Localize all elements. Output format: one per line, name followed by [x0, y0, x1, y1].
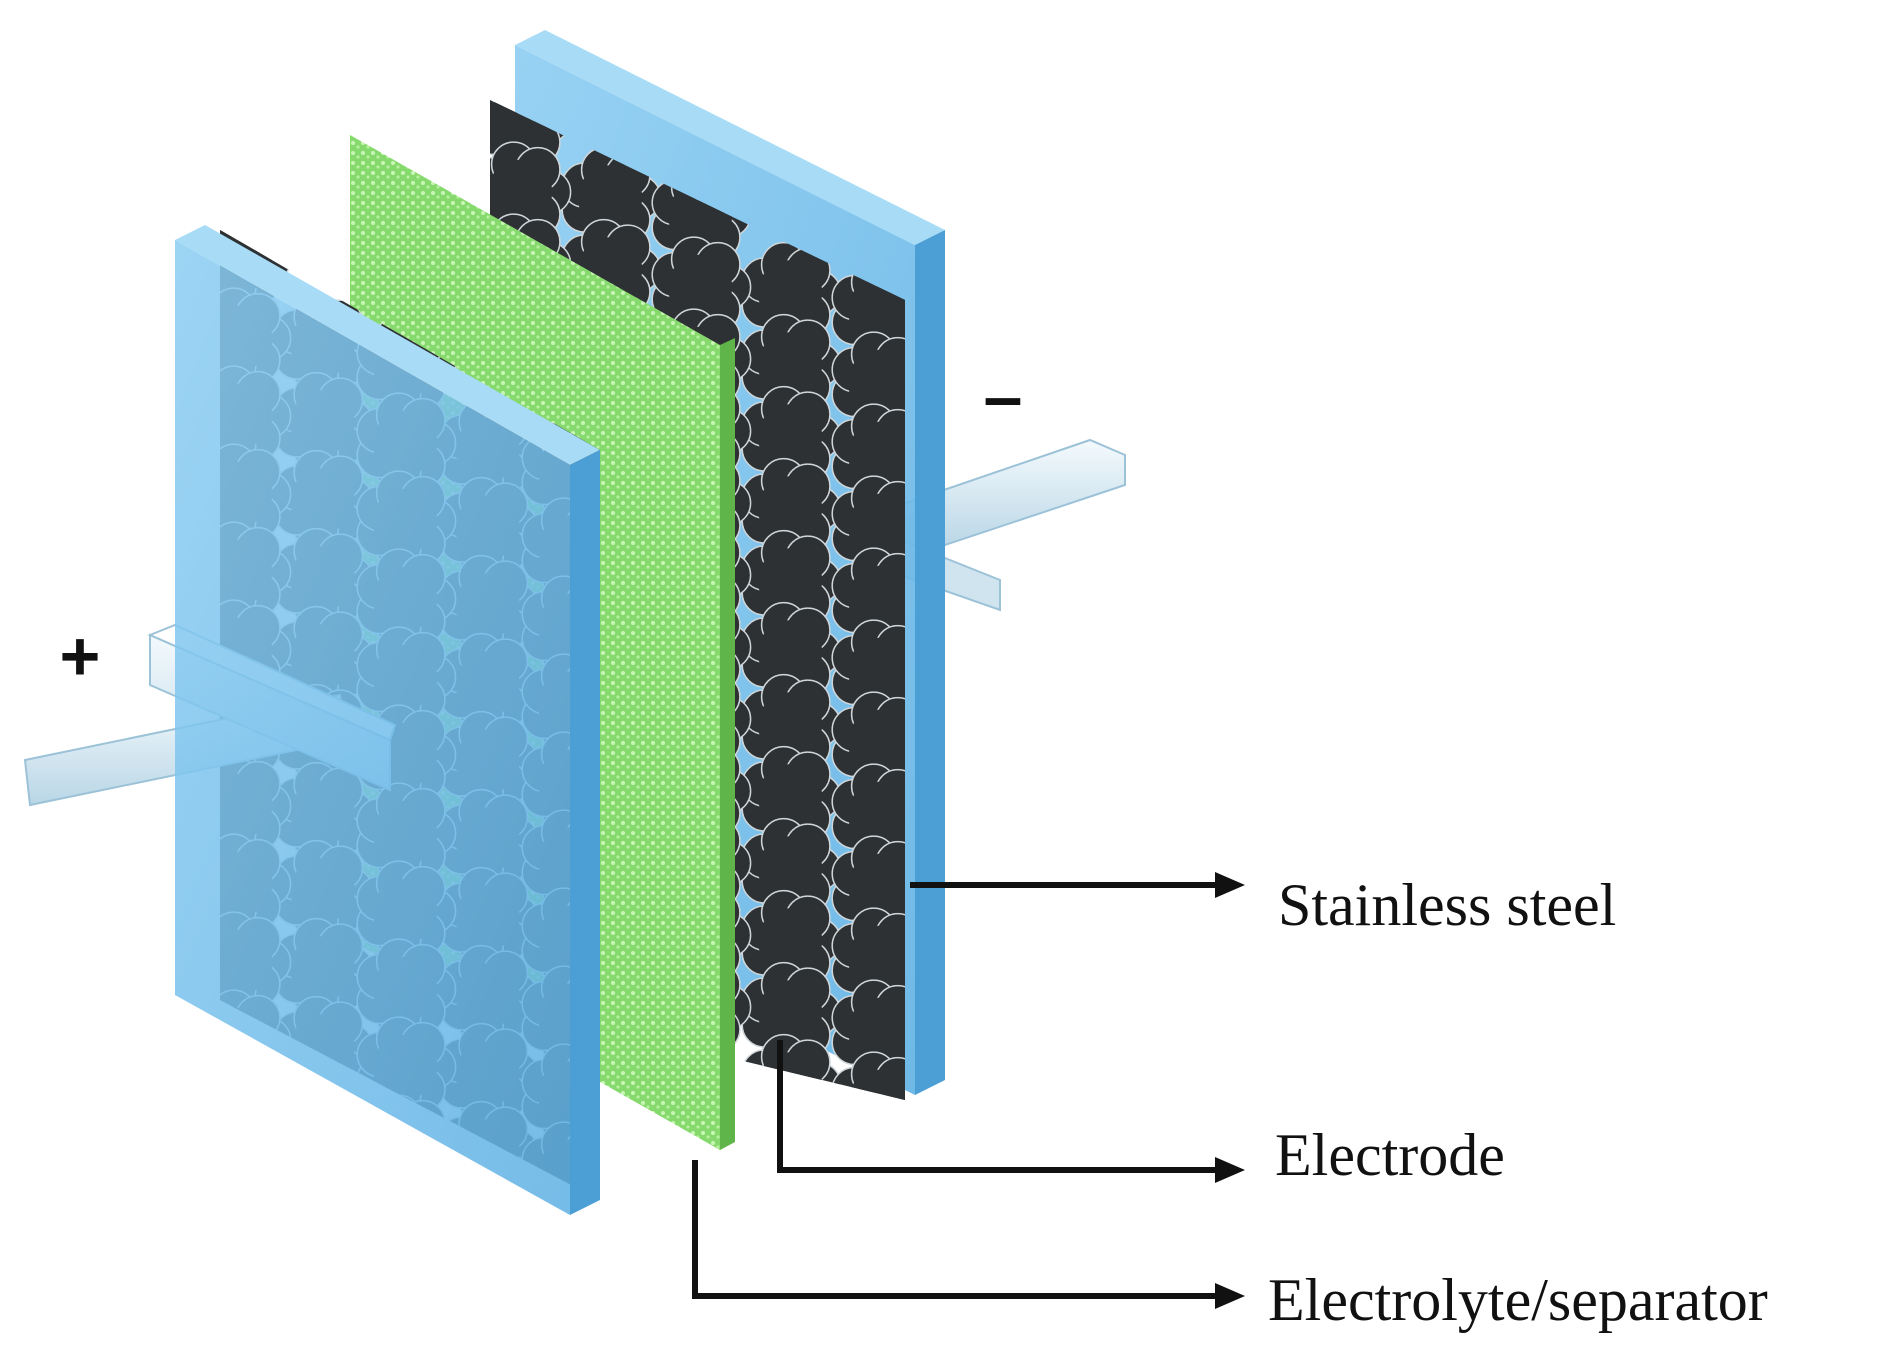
electrode-particle — [831, 403, 905, 505]
leader-line-separator — [692, 1160, 1245, 1309]
leader-line-electrode — [777, 1040, 1245, 1183]
electrode-particle — [741, 1033, 842, 1100]
label-stainless-steel: Stainless steel — [1278, 872, 1616, 938]
label-electrolyte-separator: Electrolyte/separator — [1268, 1267, 1768, 1333]
electrode-particle — [540, 1199, 587, 1200]
electrode-particle — [438, 1178, 529, 1200]
electrode-particle — [741, 817, 842, 920]
leader-line-collector — [910, 872, 1245, 898]
label-electrode: Electrode — [1275, 1122, 1505, 1188]
electrode-particle — [831, 835, 905, 937]
electrode-particle — [741, 313, 842, 416]
electrode-particle — [831, 763, 905, 865]
negative-sign: – — [984, 357, 1023, 435]
left-collector-plate — [175, 225, 600, 1215]
positive-sign: + — [60, 617, 101, 695]
